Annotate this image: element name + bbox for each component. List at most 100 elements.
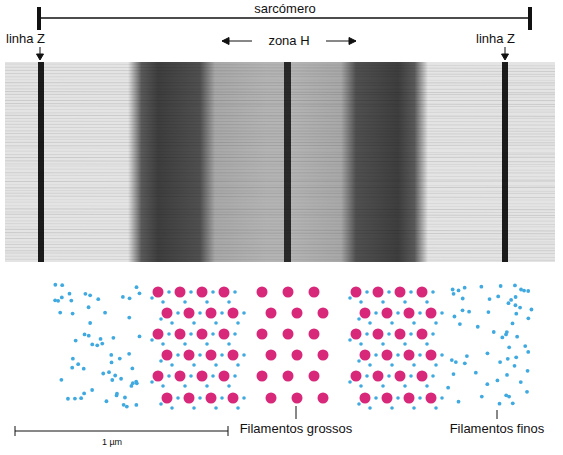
striation — [5, 103, 555, 105]
thin-filament — [198, 311, 202, 315]
striation — [5, 88, 555, 89]
thin-filament — [463, 361, 467, 365]
thin-filament — [451, 288, 455, 292]
thin-filament — [205, 384, 209, 388]
thick-filament — [283, 287, 294, 298]
thin-filament — [58, 311, 62, 315]
thin-filament — [88, 321, 92, 325]
thin-filament — [192, 406, 196, 410]
thin-filament — [74, 339, 78, 343]
scale-bar — [15, 426, 228, 436]
thin-filament — [365, 374, 369, 378]
thin-filament — [236, 363, 240, 367]
thin-filament — [127, 352, 131, 356]
thick-filament — [309, 329, 320, 340]
thick-filament — [360, 350, 371, 361]
thin-filament — [159, 402, 163, 406]
thick-filament — [373, 371, 384, 382]
thin-filament — [359, 342, 363, 346]
thin-filament — [434, 321, 438, 325]
thin-filament — [519, 380, 523, 384]
thick-filament — [426, 350, 437, 361]
thick-filament — [373, 287, 384, 298]
thin-filament — [486, 351, 490, 355]
thin-filament — [431, 374, 435, 378]
thin-filament — [161, 384, 165, 388]
thin-filament — [523, 344, 527, 348]
thin-filament — [170, 406, 174, 410]
striation — [5, 206, 555, 207]
thin-filament — [192, 363, 196, 367]
thin-filament — [365, 332, 369, 336]
thin-filament — [403, 300, 407, 304]
striation — [5, 94, 555, 95]
striation — [5, 178, 555, 179]
bracket-end — [528, 7, 532, 30]
thin-filament — [107, 370, 111, 374]
thin-filament — [205, 342, 209, 346]
striation — [5, 202, 555, 204]
thin-filament — [452, 292, 456, 296]
thin-filament — [71, 357, 75, 361]
thin-filament — [507, 301, 511, 305]
striation — [5, 121, 555, 122]
thick-filament — [266, 308, 277, 319]
thin-filament — [526, 289, 530, 293]
thin-filament — [127, 316, 131, 320]
thin-filament — [526, 350, 530, 354]
thin-filament — [53, 283, 57, 287]
thin-filament — [82, 392, 86, 396]
thin-filament — [498, 402, 502, 406]
striation — [5, 247, 555, 249]
thin-filament — [220, 311, 224, 315]
thin-filament — [118, 357, 122, 361]
thick-filament — [395, 329, 406, 340]
thin-filament — [90, 342, 94, 346]
thick-filament — [417, 329, 428, 340]
thin-filament — [87, 305, 91, 309]
thick-filament — [153, 287, 164, 298]
thin-filament — [457, 400, 461, 404]
thin-filament — [514, 295, 518, 299]
thin-filament — [446, 386, 450, 390]
thin-filament — [396, 353, 400, 357]
thin-filament — [150, 338, 154, 342]
thin-filament — [100, 342, 104, 346]
thin-filament — [390, 406, 394, 410]
thin-filament — [530, 308, 534, 312]
thin-filament — [425, 384, 429, 388]
thick-filament — [219, 287, 230, 298]
thick-filament — [318, 308, 329, 319]
thin-filament — [161, 300, 165, 304]
striation — [5, 214, 555, 215]
thin-filament — [96, 297, 100, 301]
thin-filament — [227, 342, 231, 346]
striation — [5, 70, 555, 71]
thick-filament — [184, 393, 195, 404]
thin-filament — [176, 353, 180, 357]
thin-filament — [167, 374, 171, 378]
thin-filament — [95, 343, 99, 347]
thick-filament — [257, 371, 268, 382]
thin-filament — [507, 345, 511, 349]
thin-filament — [236, 321, 240, 325]
thick-filament — [228, 393, 239, 404]
thin-filament — [387, 332, 391, 336]
thin-filament — [496, 379, 500, 383]
striation — [5, 64, 555, 66]
thick-filament — [309, 371, 320, 382]
thick-filament — [404, 393, 415, 404]
striation — [5, 112, 555, 114]
thin-filament — [425, 342, 429, 346]
thin-filament — [458, 322, 462, 326]
thick-filament — [266, 350, 277, 361]
thin-filament — [357, 317, 361, 321]
striation — [5, 97, 555, 98]
thick-filament — [360, 308, 371, 319]
thick-filament — [162, 393, 173, 404]
striation — [5, 187, 555, 189]
thin-filament — [88, 293, 92, 297]
thick-filament — [197, 329, 208, 340]
thin-filament — [461, 297, 465, 301]
